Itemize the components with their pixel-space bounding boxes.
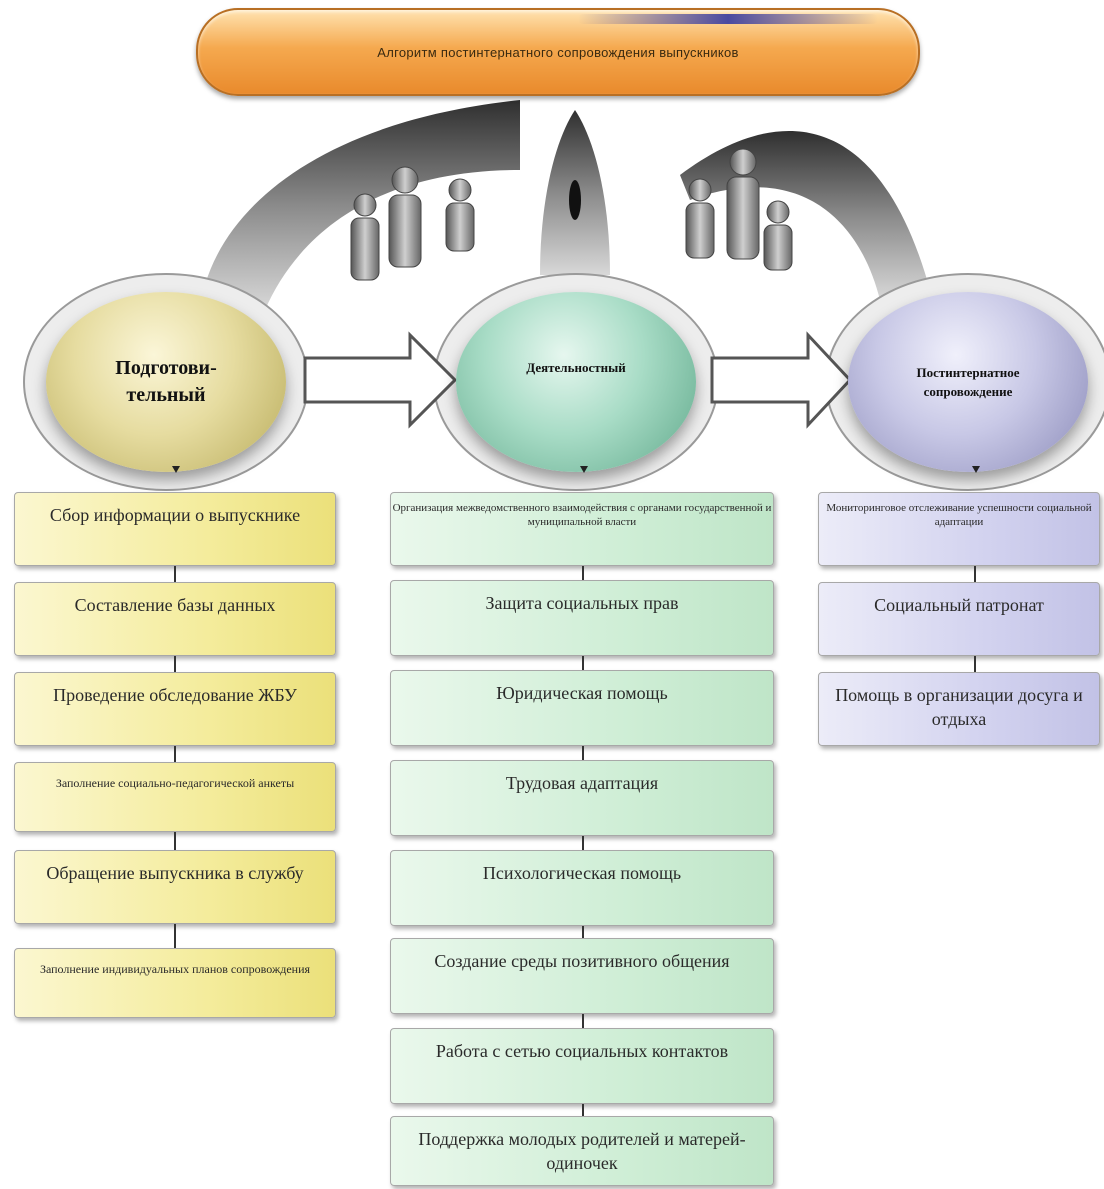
step-box: Помощь в организации досуга и отдыха (818, 672, 1100, 746)
phase-label: Постинтернатное сопровождение (916, 365, 1020, 399)
left-swoosh (205, 100, 520, 310)
step-box: Юридическая помощь (390, 670, 774, 746)
step-box: Организация межведомственного взаимодейс… (390, 492, 774, 566)
step-box: Проведение обследование ЖБУ (14, 672, 336, 746)
phase-activity: Деятельностный (456, 292, 696, 472)
step-box: Мониторинговое отслеживание успешности с… (818, 492, 1100, 566)
step-box: Составление базы данных (14, 582, 336, 656)
step-box: Работа с сетью социальных контактов (390, 1028, 774, 1104)
step-box: Социальный патронат (818, 582, 1100, 656)
right-arrow-icon (710, 331, 853, 429)
step-box: Защита социальных прав (390, 580, 774, 656)
diagram-title: Алгоритм постинтернатного сопровождения … (377, 44, 739, 60)
chevron-down-icon (972, 466, 980, 473)
phase-post-support: Постинтернатное сопровождение (848, 292, 1088, 472)
phase-label: Подготови- тельный (115, 357, 217, 406)
people-group-icon (685, 148, 793, 271)
right-swoosh (680, 130, 930, 300)
step-box: Психологическая помощь (390, 850, 774, 926)
chevron-down-icon (580, 466, 588, 473)
step-box: Трудовая адаптация (390, 760, 774, 836)
phase-preparatory: Подготови- тельный (46, 292, 286, 472)
diagram-title-banner: Алгоритм постинтернатного сопровождения … (196, 8, 920, 96)
step-box: Сбор информации о выпускнике (14, 492, 336, 566)
step-box: Создание среды позитивного общения (390, 938, 774, 1014)
chevron-down-icon (172, 466, 180, 473)
phase-label: Деятельностный (526, 359, 626, 375)
step-box: Заполнение индивидуальных планов сопрово… (14, 948, 336, 1018)
people-group-icon (350, 166, 475, 281)
step-box: Обращение выпускника в службу (14, 850, 336, 924)
right-arrow-icon (303, 331, 458, 429)
step-box: Поддержка молодых родителей и матерей-од… (390, 1116, 774, 1186)
step-box: Заполнение социально-педагогической анке… (14, 762, 336, 832)
